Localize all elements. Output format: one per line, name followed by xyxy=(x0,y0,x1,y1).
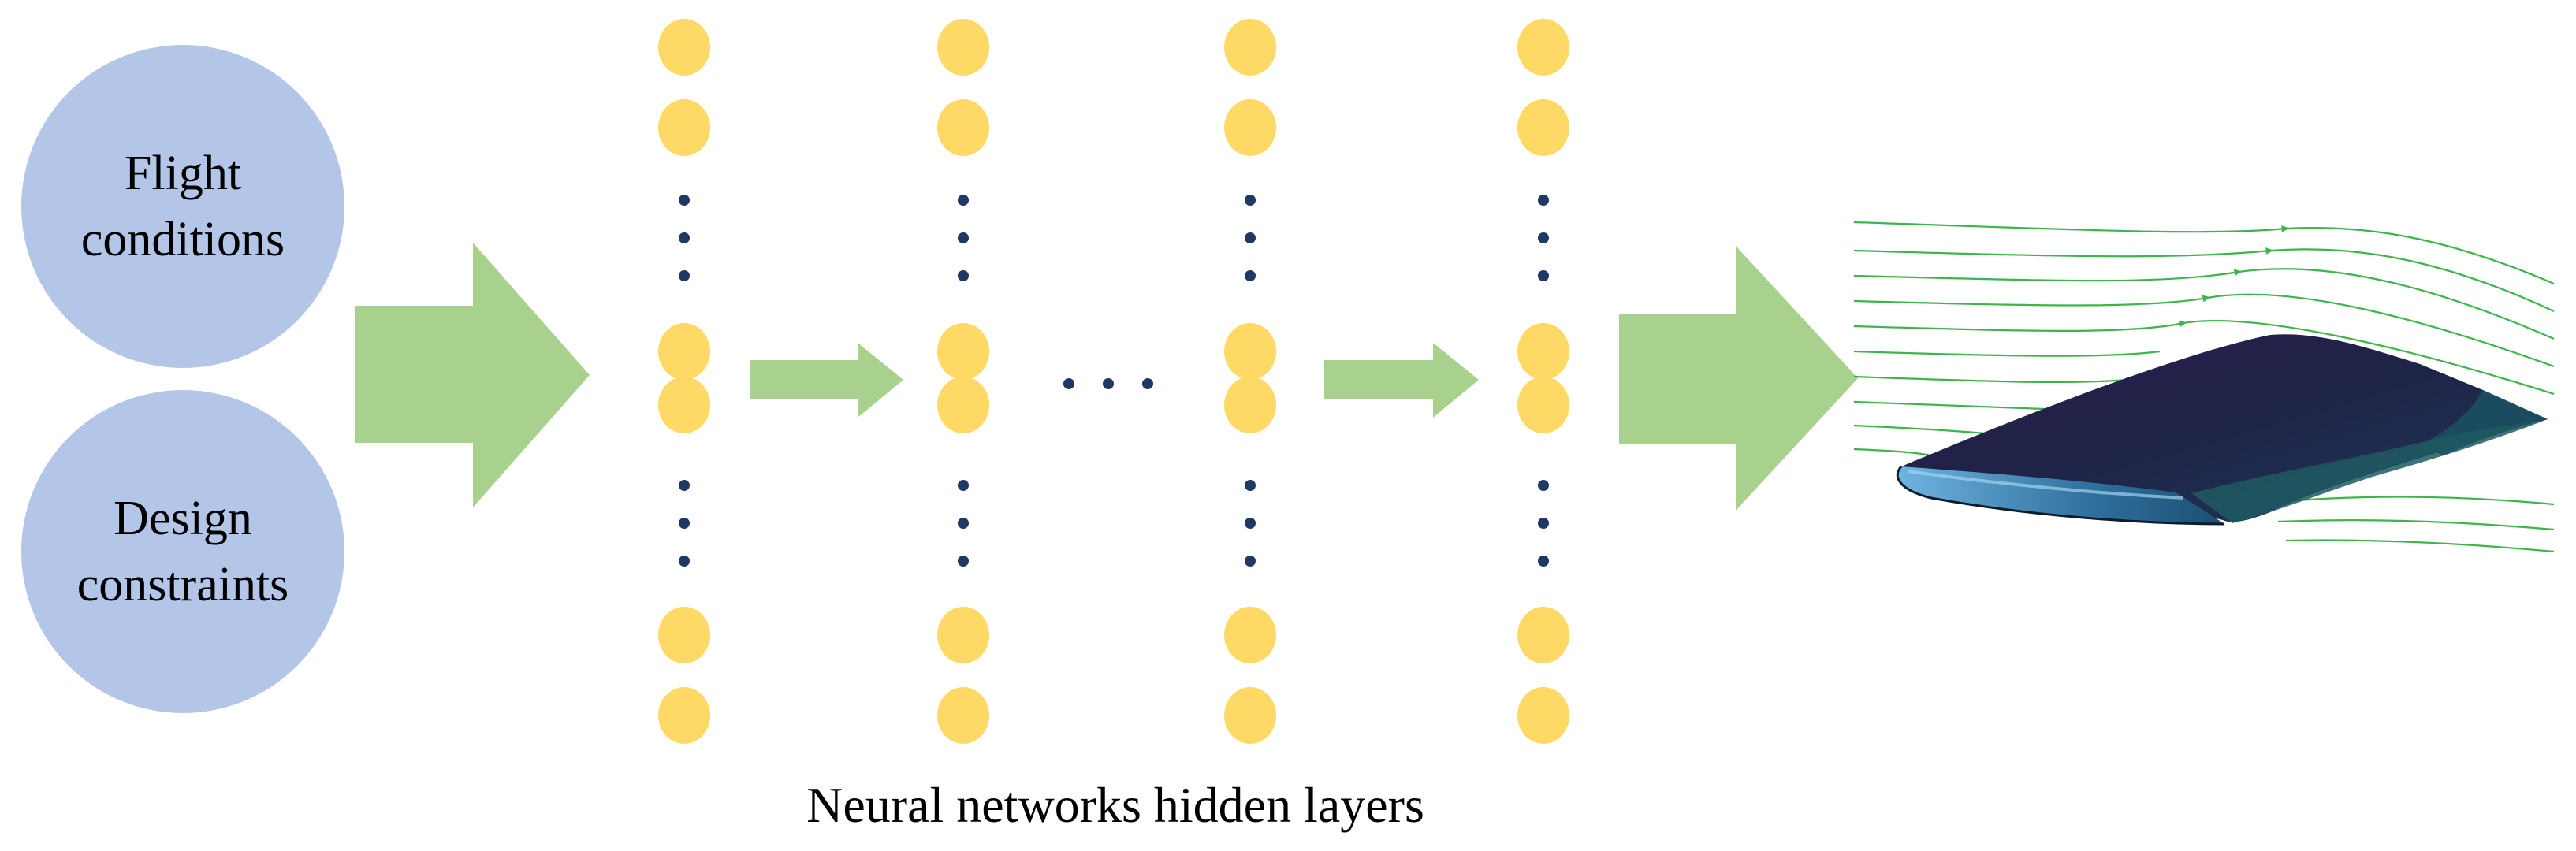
neuron xyxy=(1517,19,1569,76)
wing-upper-surface xyxy=(1901,334,2548,522)
neuron xyxy=(937,377,989,433)
vertical-ellipsis-dot xyxy=(1538,480,1549,491)
vertical-ellipsis-dot xyxy=(958,232,969,243)
vertical-ellipsis-dot xyxy=(1538,232,1549,243)
neuron xyxy=(1517,377,1569,433)
neuron xyxy=(937,323,989,380)
neuron xyxy=(658,19,710,76)
vertical-ellipsis-dot xyxy=(679,232,690,243)
wing-trailing-band xyxy=(2191,419,2548,523)
input-circle-design-constraints xyxy=(21,390,344,713)
vertical-ellipsis-dot xyxy=(679,518,690,529)
neuron xyxy=(1224,607,1276,663)
hidden-layer-4 xyxy=(1517,19,1569,744)
neuron xyxy=(1517,99,1569,156)
hidden-layers-caption: Neural networks hidden layers xyxy=(806,777,1424,833)
neuron xyxy=(1224,323,1276,380)
vertical-ellipsis-dot xyxy=(958,480,969,491)
streamline xyxy=(1853,221,2555,285)
neuron xyxy=(1517,687,1569,744)
streamline xyxy=(1853,424,2003,437)
vertical-ellipsis-dot xyxy=(1538,270,1549,281)
vertical-ellipsis-dot xyxy=(679,195,690,206)
neuron xyxy=(937,99,989,156)
arrow-layer1-to-layer2 xyxy=(750,343,903,418)
streamline xyxy=(1853,268,2555,340)
vertical-ellipsis-dot xyxy=(1245,195,1256,206)
streamline xyxy=(1853,319,2555,396)
input-label-design-constraints: Design constraints xyxy=(17,485,348,618)
streamline xyxy=(2285,539,2555,553)
streamline xyxy=(2277,519,2555,531)
hidden-layer-3 xyxy=(1224,19,1276,744)
wing-with-streamlines-icon xyxy=(1853,221,2555,553)
input-label-line: conditions xyxy=(80,213,285,266)
arrows xyxy=(355,243,1858,511)
neuron xyxy=(658,323,710,380)
neuron xyxy=(937,19,989,76)
vertical-ellipsis-dot xyxy=(1538,556,1549,567)
neuron xyxy=(658,99,710,156)
vertical-ellipsis-dot xyxy=(958,270,969,281)
streamline xyxy=(1853,350,2161,357)
input-circle-flight-conditions xyxy=(21,45,344,368)
neuron xyxy=(1517,607,1569,663)
vertical-ellipsis-dot xyxy=(1245,480,1256,491)
input-label-line: Flight xyxy=(124,147,242,200)
vertical-ellipsis-dot xyxy=(1245,270,1256,281)
input-label-flight-conditions: Flight conditions xyxy=(17,140,348,273)
vertical-ellipsis-dot xyxy=(958,518,969,529)
layer-ellipsis xyxy=(1063,378,1153,389)
input-label-line: constraints xyxy=(76,558,289,611)
vertical-ellipsis-dot xyxy=(1245,232,1256,243)
vertical-ellipsis-dot xyxy=(1245,556,1256,567)
streamline xyxy=(1853,375,2129,384)
hidden-layer-1 xyxy=(658,19,710,744)
neuron xyxy=(658,377,710,433)
vertical-ellipsis-dot xyxy=(679,480,690,491)
neuron xyxy=(1224,377,1276,433)
arrow-layer3-to-layer4 xyxy=(1324,343,1479,418)
output-arrow xyxy=(1619,246,1858,511)
vertical-ellipsis-dot xyxy=(1538,518,1549,529)
vertical-ellipsis-dot xyxy=(679,556,690,567)
neuron xyxy=(1224,19,1276,76)
neuron xyxy=(937,687,989,744)
neuron xyxy=(1517,323,1569,380)
streamline xyxy=(1853,293,2555,368)
vertical-ellipsis-dot xyxy=(958,556,969,567)
input-label-line: Design xyxy=(114,492,252,545)
input-arrow xyxy=(355,243,590,507)
streamline xyxy=(1853,247,2555,312)
hidden-layer-2 xyxy=(937,19,989,744)
vertical-ellipsis-dot xyxy=(1538,195,1549,206)
streamline xyxy=(1853,448,1932,457)
neuron xyxy=(1224,99,1276,156)
vertical-ellipsis-dot xyxy=(679,270,690,281)
streamline xyxy=(1853,400,2066,411)
neuron xyxy=(658,607,710,663)
neuron xyxy=(658,687,710,744)
vertical-ellipsis-dot xyxy=(958,195,969,206)
neuron xyxy=(1224,687,1276,744)
hidden-layers xyxy=(658,19,1569,744)
vertical-ellipsis-dot xyxy=(1245,518,1256,529)
neuron xyxy=(937,607,989,663)
